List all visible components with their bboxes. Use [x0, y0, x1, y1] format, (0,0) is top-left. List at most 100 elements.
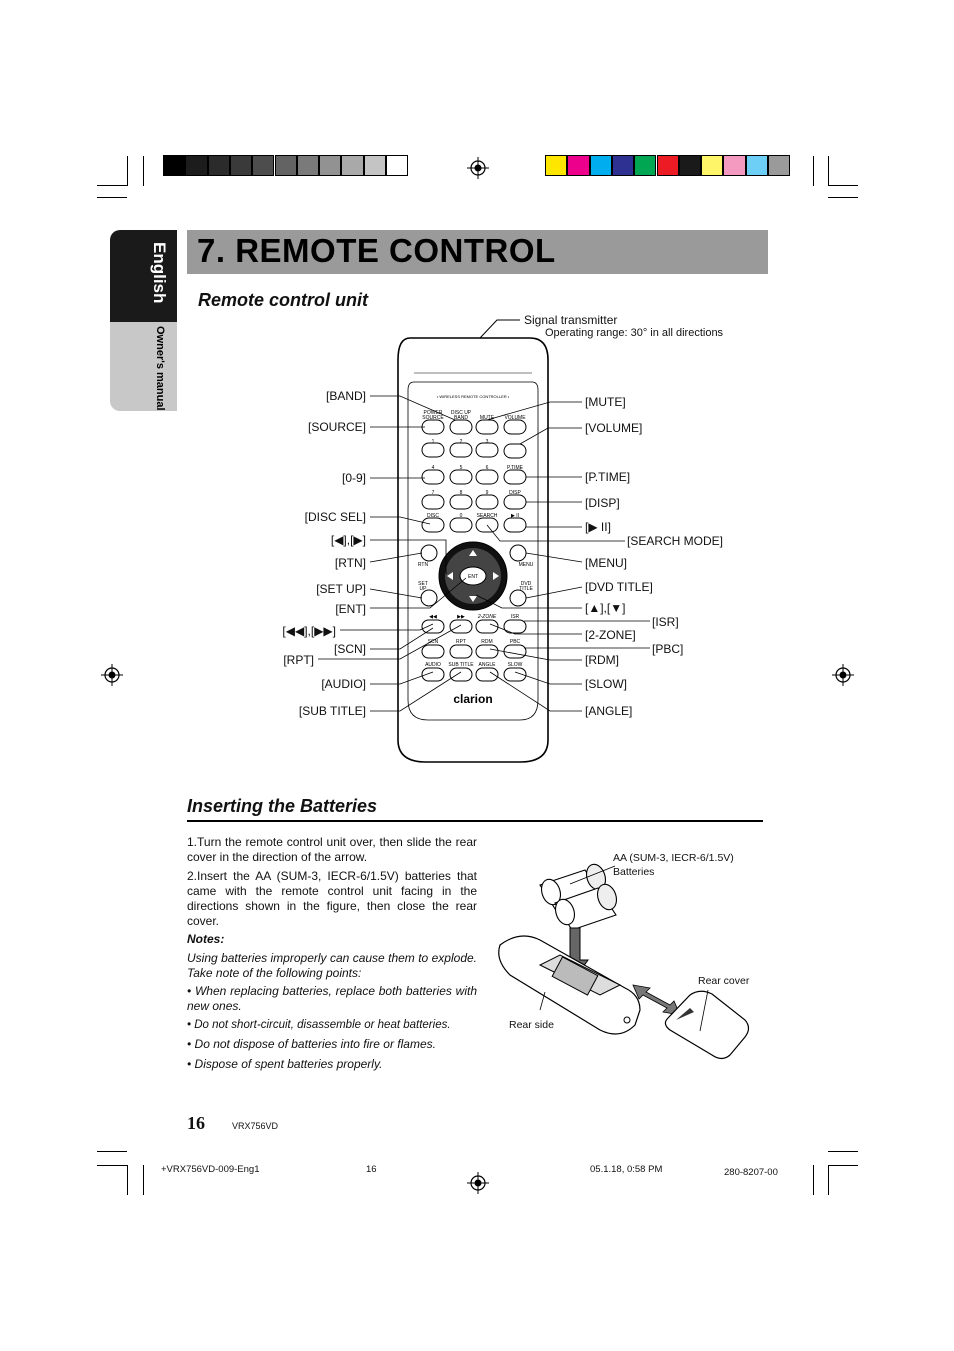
- svg-text:DVD: DVD: [521, 581, 532, 587]
- color-swatch: [252, 155, 275, 176]
- crop-mark: [813, 156, 814, 186]
- remote-control-diagram: • WIRELESS REMOTE CONTROLLER •: [318, 319, 650, 763]
- color-swatch: [545, 155, 568, 176]
- label-rdm: [RDM]: [585, 653, 619, 667]
- crop-mark: [97, 1165, 127, 1166]
- crop-mark: [828, 1165, 858, 1166]
- section-heading-remote: Remote control unit: [198, 290, 368, 310]
- svg-text:0: 0: [460, 513, 463, 519]
- color-swatch: [296, 155, 320, 176]
- label-play-pause: [▶ II]: [585, 520, 611, 534]
- label-set-up: [SET UP]: [316, 582, 366, 596]
- model-number: VRX756VD: [232, 1121, 279, 1131]
- registration-mark-icon: [101, 664, 123, 686]
- svg-text:MUTE: MUTE: [480, 415, 495, 421]
- crop-mark: [97, 197, 127, 198]
- note-bullet: • When replacing batteries, replace both…: [187, 984, 477, 1013]
- svg-text:PBC: PBC: [510, 639, 521, 645]
- svg-text:ENT: ENT: [468, 574, 478, 580]
- svg-text:1: 1: [432, 439, 435, 445]
- crop-mark: [97, 185, 127, 186]
- language-side-tab: English Owner's manual: [110, 230, 177, 411]
- label-isr: [ISR]: [652, 615, 679, 629]
- note-bullet: • Do not dispose of batteries into fire …: [187, 1037, 436, 1051]
- svg-text:UP: UP: [420, 586, 428, 592]
- svg-text:9: 9: [486, 490, 489, 496]
- label-menu: [MENU]: [585, 556, 627, 570]
- label-up-down: [▲],[▼]: [585, 601, 626, 615]
- registration-mark-icon: [832, 664, 854, 686]
- battery-figure-label: AA (SUM-3, IECR-6/1.5V) Batteries: [613, 852, 734, 878]
- label-left-right: [◀],[▶]: [330, 533, 366, 547]
- svg-text:▶ II: ▶ II: [511, 513, 519, 519]
- svg-text:SEARCH: SEARCH: [477, 513, 498, 519]
- label-disp: [DISP]: [585, 496, 620, 510]
- color-swatch: [745, 155, 768, 176]
- label-dvd-title: [DVD TITLE]: [585, 580, 653, 594]
- svg-text:▶▶: ▶▶: [457, 614, 465, 620]
- svg-text:2: 2: [460, 439, 463, 445]
- note-bullet: • Dispose of spent batteries properly.: [187, 1057, 383, 1071]
- label-source: [SOURCE]: [307, 420, 366, 434]
- crop-mark: [127, 1165, 128, 1195]
- manual-label: Owner's manual: [154, 326, 166, 411]
- svg-text:8: 8: [460, 490, 463, 496]
- section-divider: [187, 820, 763, 822]
- crop-mark: [828, 185, 858, 186]
- color-swatch: [701, 155, 724, 176]
- svg-text:RTN: RTN: [418, 562, 429, 568]
- svg-text:SCN: SCN: [428, 639, 439, 645]
- section-heading-batteries: Inserting the Batteries: [187, 796, 378, 816]
- svg-text:SUB TITLE: SUB TITLE: [448, 662, 474, 668]
- rear-cover-label: Rear cover: [698, 975, 750, 987]
- color-swatch: [274, 155, 297, 176]
- step-1-text: 1.Turn the remote control unit over, the…: [187, 835, 477, 864]
- svg-text:• WIRELESS REMOTE CONTROLLER •: • WIRELESS REMOTE CONTROLLER •: [437, 394, 510, 399]
- label-sub-title: [SUB TITLE]: [298, 704, 366, 718]
- page-title-bar: 7. REMOTE CONTROL: [187, 230, 768, 274]
- color-swatch: [723, 155, 746, 176]
- svg-text:ISR: ISR: [511, 614, 520, 620]
- crop-mark: [828, 197, 858, 198]
- color-swatch: [319, 155, 342, 176]
- crop-mark: [143, 156, 144, 186]
- color-swatch: [207, 155, 230, 176]
- print-date: 05.1.18, 0:58 PM: [590, 1164, 663, 1175]
- page-title: 7. REMOTE CONTROL: [197, 232, 556, 269]
- svg-text:SOURCE: SOURCE: [422, 415, 444, 421]
- crop-mark: [828, 156, 829, 186]
- registration-mark-icon: [467, 157, 489, 179]
- color-swatch: [363, 155, 386, 176]
- note-bullet: • Do not short-circuit, disassemble or h…: [187, 1019, 451, 1031]
- svg-text:3: 3: [486, 439, 489, 445]
- language-label: English: [150, 242, 169, 304]
- label-slow: [SLOW]: [585, 677, 628, 691]
- step-2-text: 2.Insert the AA (SUM-3, IECR-6/1.5V) bat…: [187, 869, 477, 928]
- svg-text:SET: SET: [418, 581, 428, 587]
- battery-insertion-figure: [498, 863, 750, 1060]
- svg-text:VOLUME: VOLUME: [504, 415, 526, 421]
- label-rtn: [RTN]: [334, 556, 366, 570]
- color-swatch: [229, 155, 253, 176]
- svg-text:TITLE: TITLE: [519, 586, 533, 592]
- crop-mark: [813, 1165, 814, 1195]
- label-p-time: [P.TIME]: [585, 470, 631, 484]
- svg-text:SLOW: SLOW: [508, 662, 523, 668]
- label-scn: [SCN]: [333, 642, 366, 656]
- svg-text:POWER: POWER: [424, 410, 443, 416]
- label-0-9: [0-9]: [341, 471, 366, 485]
- rear-side-label: Rear side: [509, 1019, 554, 1031]
- svg-text:7: 7: [432, 490, 435, 496]
- color-swatch: [386, 155, 409, 176]
- crop-mark: [828, 1165, 829, 1195]
- label-2-zone: [2-ZONE]: [585, 628, 636, 642]
- notes-title: Notes:: [187, 932, 225, 946]
- label-disc-sel: [DISC SEL]: [304, 510, 366, 524]
- svg-text:RDM: RDM: [481, 639, 492, 645]
- label-search-mode: [SEARCH MODE]: [627, 534, 724, 548]
- svg-text:RPT: RPT: [456, 639, 466, 645]
- crop-mark: [143, 1165, 144, 1195]
- svg-text:4: 4: [432, 465, 435, 471]
- color-swatch: [567, 155, 590, 176]
- notes-intro: Using batteries improperly can cause the…: [187, 951, 477, 980]
